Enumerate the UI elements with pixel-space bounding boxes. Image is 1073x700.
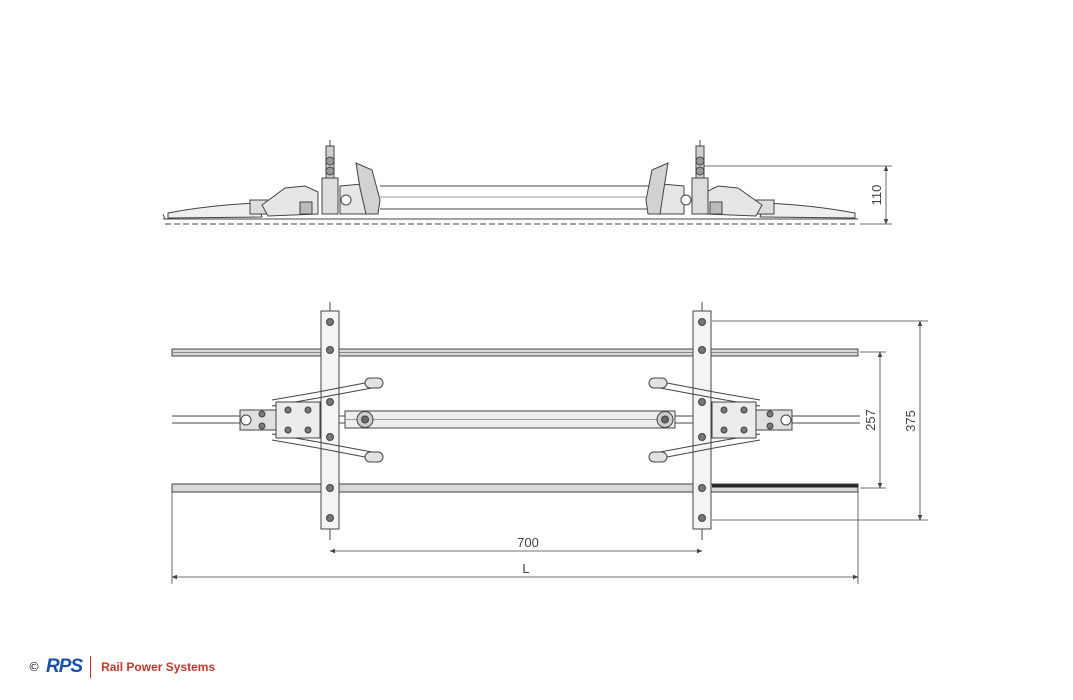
rps-logo: RPS xyxy=(46,656,83,677)
right-crossbar xyxy=(692,302,712,540)
logo-divider xyxy=(90,656,92,678)
side-view xyxy=(162,140,892,225)
dim-height-side: 110 xyxy=(869,185,884,206)
dim-center-distance: 700 xyxy=(517,535,539,550)
footer: © RPS Rail Power Systems xyxy=(28,654,215,680)
right-arms xyxy=(648,377,793,463)
left-arms xyxy=(239,377,384,463)
right-clamp-side xyxy=(645,140,775,217)
dim-spacing-inner: 257 xyxy=(863,409,878,431)
left-crossbar xyxy=(320,302,340,540)
top-view xyxy=(171,302,928,584)
left-clamp-side xyxy=(249,140,381,217)
copyright-symbol: © xyxy=(28,660,40,674)
dim-spacing-outer: 375 xyxy=(903,410,918,432)
dim-length: L xyxy=(522,561,529,576)
company-name: Rail Power Systems xyxy=(101,660,216,674)
